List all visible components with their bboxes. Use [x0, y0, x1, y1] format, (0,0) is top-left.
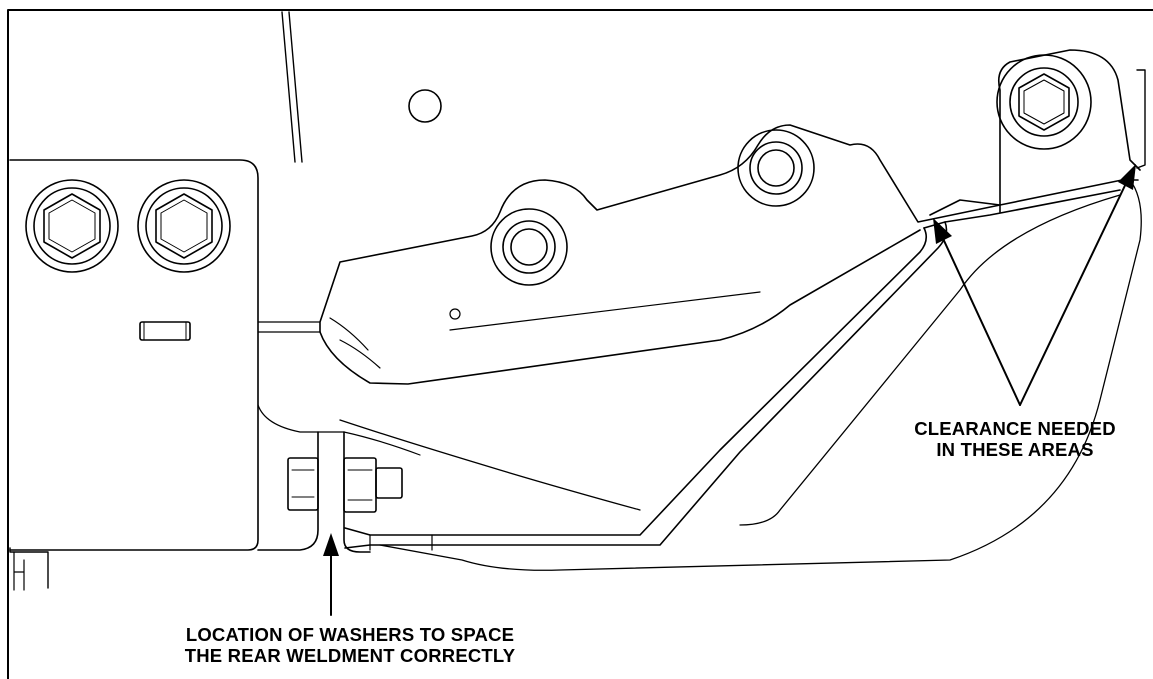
nut-right: [343, 457, 403, 513]
arrowhead-washers: [323, 533, 339, 556]
hex-bolt-right: [996, 54, 1092, 150]
hex-bolt-left-1: [25, 179, 119, 273]
left-frame-plate: [9, 159, 259, 551]
small-hole: [408, 89, 442, 123]
slot: [139, 321, 191, 341]
arrowhead-clearance-left: [933, 218, 952, 244]
nut-left: [287, 457, 319, 511]
upper-bracket: [319, 124, 1001, 333]
clearance-callout: CLEARANCE NEEDED IN THESE AREAS: [880, 418, 1150, 460]
washers-callout-line1: LOCATION OF WASHERS TO SPACE: [185, 624, 515, 645]
washers-callout: LOCATION OF WASHERS TO SPACE THE REAR WE…: [120, 624, 580, 666]
hex-bolt-center-2: [737, 129, 815, 207]
figure-border: [7, 9, 1153, 679]
hex-bolt-center-1: [490, 208, 568, 286]
rod: [281, 11, 303, 163]
washers-callout-line2: THE REAR WELDMENT CORRECTLY: [184, 645, 516, 666]
right-upper-bracket: [997, 49, 1141, 213]
rear-weldment-diagonal: [929, 179, 1139, 216]
clearance-callout-line2: IN THESE AREAS: [936, 439, 1094, 460]
arrowhead-clearance-right: [1118, 164, 1136, 190]
clearance-callout-line1: CLEARANCE NEEDED: [914, 418, 1116, 439]
clearance-arrows: [939, 174, 1131, 406]
hex-bolt-left-2: [137, 179, 231, 273]
flange: [257, 431, 319, 551]
outer-plate: [379, 179, 1142, 571]
